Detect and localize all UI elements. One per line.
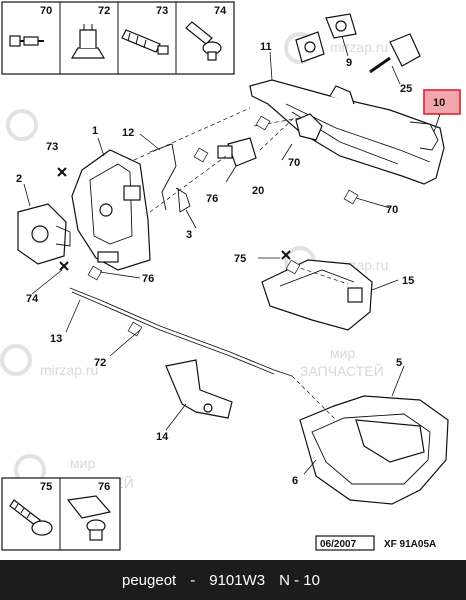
legend-label: 74: [214, 5, 227, 17]
lock-bracket: [17, 203, 71, 265]
legend-label: 75: [40, 481, 52, 493]
watermark-text: ЗАПЧАСТЕЙ: [300, 362, 384, 379]
watermark-text: мир: [70, 455, 95, 471]
label-10: 10: [433, 97, 445, 109]
label-3: 3: [186, 229, 192, 241]
footer-position: N - 10: [279, 571, 320, 589]
highlighted-callout: 10: [423, 89, 461, 133]
fastener-tags: [87, 115, 359, 337]
label-11: 11: [260, 41, 272, 53]
label-2: 2: [16, 173, 22, 185]
assembly-line: [149, 155, 227, 213]
legend-top: 70 72 73 74: [1, 1, 235, 75]
rivet-icon: [9, 35, 44, 47]
label-25: 25: [400, 83, 412, 95]
screw-icon: [9, 499, 53, 536]
label-5: 5: [396, 357, 402, 369]
label-6: 6: [292, 475, 298, 487]
release-cable: [71, 291, 275, 375]
lock-rod: [149, 143, 177, 211]
assembly-line: [291, 375, 337, 421]
leader-lines: [23, 35, 405, 475]
label-70: 70: [386, 204, 398, 216]
clip-nut-icon: [66, 495, 112, 541]
watermark-logo: [0, 344, 32, 376]
label-9: 9: [346, 57, 352, 69]
assembly-line: [259, 115, 297, 151]
ref-box: 06/2007 XF 91A05A: [315, 535, 436, 551]
label-70: 70: [288, 157, 300, 169]
legend-bottom: 75 76: [1, 477, 121, 551]
watermark-text: mirzap.ru: [40, 362, 98, 378]
footer-separator: -: [190, 571, 196, 589]
legend-label: 73: [156, 5, 168, 17]
screw-clip-icon: [185, 21, 222, 61]
watermark-text: мир: [330, 345, 355, 361]
label-15: 15: [402, 275, 414, 287]
footer-brand: peugeot: [122, 571, 177, 589]
door-lock-module: [71, 149, 151, 271]
lock-actuator: [217, 137, 257, 167]
release-cable: [69, 287, 293, 377]
label-72: 72: [94, 357, 106, 369]
label-76: 76: [206, 193, 218, 205]
label-76: 76: [142, 273, 154, 285]
ref-code: XF 91A05A: [384, 539, 436, 550]
legend-label: 70: [40, 5, 52, 17]
assembly-line: [133, 107, 251, 161]
label-75: 75: [234, 253, 246, 265]
push-pin-icon: [121, 29, 169, 55]
cross-marker: [57, 167, 291, 271]
label-14: 14: [156, 431, 169, 443]
label-74: 74: [26, 293, 39, 305]
highlight-box: [423, 89, 461, 115]
watermark-logo: [6, 109, 38, 141]
date-code: 06/2007: [320, 539, 357, 550]
legend-label: 72: [98, 5, 110, 17]
part-labels: 11 9 25 1 12 73 2 76 3 20 70 70 75 15 76…: [16, 41, 414, 487]
label-13: 13: [50, 333, 62, 345]
outer-door-handle: [249, 79, 445, 185]
handle-reinforcement: [261, 259, 373, 331]
label-1: 1: [92, 125, 98, 137]
label-73: 73: [46, 141, 58, 153]
exploded-parts-diagram: mirzap.ru mirzap.ru mirzap.ru мир ЗАПЧАС…: [0, 1, 461, 551]
lock-cylinder-parts: [295, 13, 357, 63]
watermark-text: mirzap.ru: [330, 39, 388, 55]
label-12: 12: [122, 127, 134, 139]
footer-part-number: 9101W3: [209, 571, 266, 589]
lock-rod: [175, 187, 191, 213]
key-icon: [369, 33, 421, 74]
inner-door-handle: [299, 395, 449, 505]
assembly-line: [293, 265, 349, 285]
mounting-bracket: [165, 359, 233, 419]
clip-icon: [70, 24, 106, 59]
legend-label: 76: [98, 481, 110, 493]
label-20: 20: [252, 185, 264, 197]
footer-bar: peugeot - 9101W3 N - 10: [0, 560, 466, 600]
